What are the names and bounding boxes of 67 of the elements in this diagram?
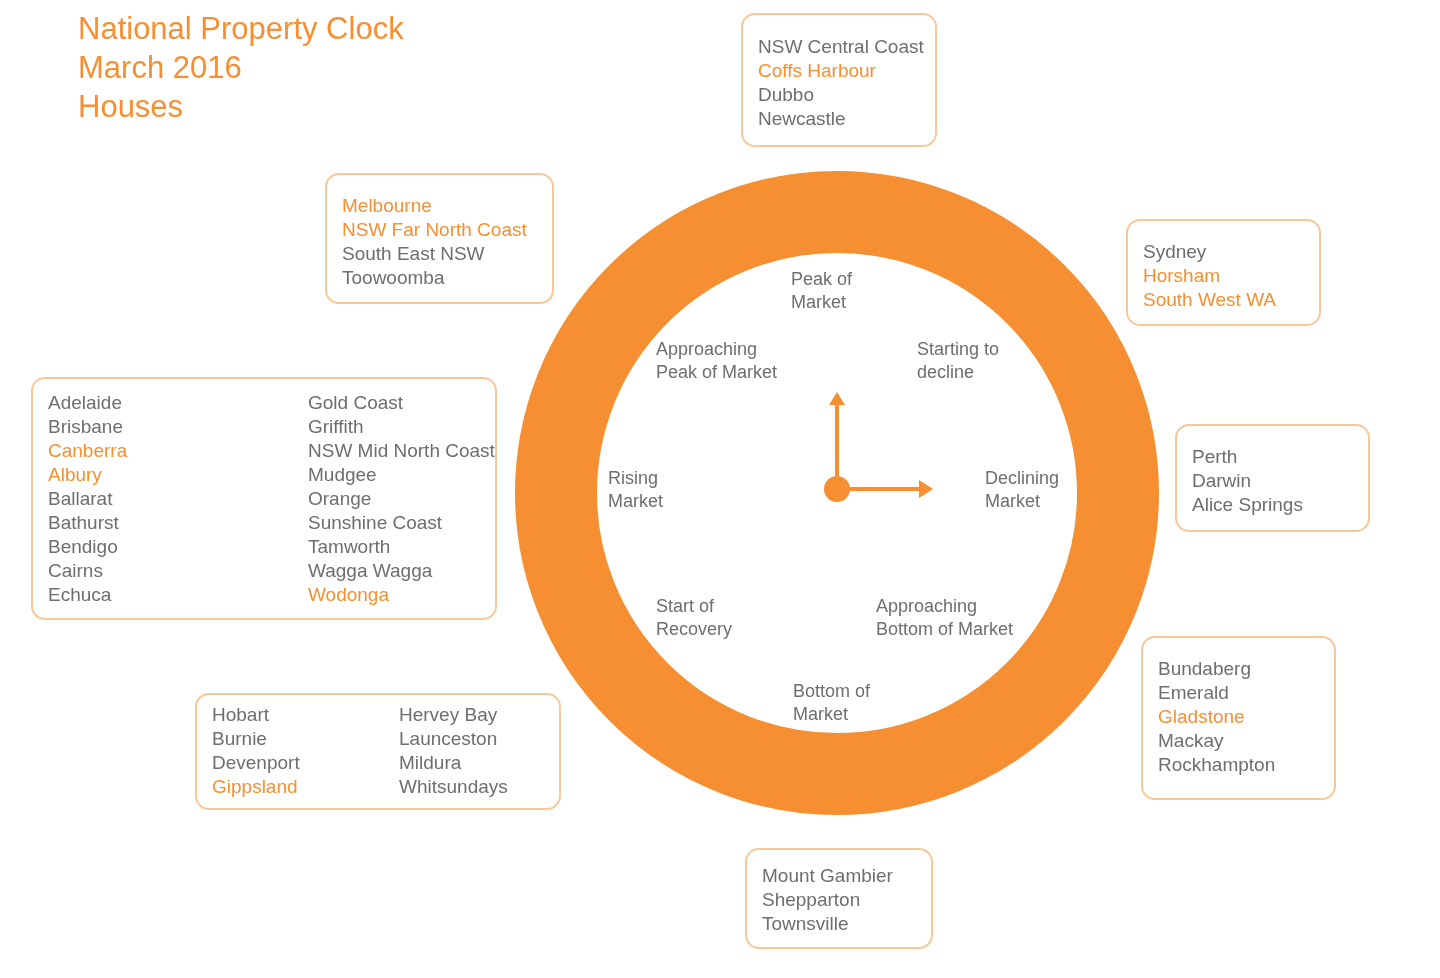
place-name: Ballarat	[48, 487, 114, 511]
place-name: Hobart	[212, 703, 271, 727]
place-name: Darwin	[1192, 469, 1253, 493]
place-name: Gladstone	[1158, 705, 1246, 729]
place-name: Newcastle	[758, 107, 847, 131]
phase-label: Start of Recovery	[656, 595, 746, 641]
place-name: Wodonga	[308, 583, 390, 607]
place-name: Griffith	[308, 415, 365, 439]
place-name: Burnie	[212, 727, 268, 751]
region-list-card	[1141, 636, 1336, 800]
place-name: Emerald	[1158, 681, 1230, 705]
region-list-card	[745, 848, 933, 949]
place-name: NSW Mid North Coast	[308, 439, 495, 463]
phase-label: Approaching Peak of Market	[656, 338, 794, 384]
place-name: South West WA	[1143, 288, 1277, 312]
region-list-card	[31, 377, 497, 620]
phase-label: Declining Market	[985, 467, 1075, 513]
place-name: Bathurst	[48, 511, 120, 535]
region-list-card	[1175, 424, 1370, 532]
phase-label: Bottom of Market	[793, 680, 888, 726]
region-list-card	[195, 693, 561, 810]
place-name: Shepparton	[762, 888, 862, 912]
place-name: Echuca	[48, 583, 113, 607]
region-list-card	[1126, 219, 1321, 326]
place-name: Toowoomba	[342, 266, 446, 290]
place-name: Perth	[1192, 445, 1239, 469]
place-name: Alice Springs	[1192, 493, 1303, 517]
phase-label: Peak of Market	[791, 268, 863, 314]
phase-label: Rising Market	[608, 467, 678, 513]
title: National Property Clock	[78, 10, 404, 48]
place-name: Mackay	[1158, 729, 1225, 753]
place-name: Gippsland	[212, 775, 299, 799]
subtitle: Houses	[78, 88, 184, 126]
place-name: Devenport	[212, 751, 301, 775]
place-name: Whitsundays	[399, 775, 508, 799]
phase-label: Approaching Bottom of Market	[876, 595, 1036, 641]
place-name: Albury	[48, 463, 103, 487]
place-name: Townsville	[762, 912, 850, 936]
place-name: Sunshine Coast	[308, 511, 444, 535]
place-name: Melbourne	[342, 194, 433, 218]
place-name: Horsham	[1143, 264, 1222, 288]
place-name: Sydney	[1143, 240, 1208, 264]
place-name: Coffs Harbour	[758, 59, 877, 83]
place-name: Tamworth	[308, 535, 392, 559]
place-name: Bendigo	[48, 535, 119, 559]
region-list-card	[741, 13, 937, 147]
place-name: Launceston	[399, 727, 499, 751]
place-name: NSW Far North Coast	[342, 218, 527, 242]
place-name: Mount Gambier	[762, 864, 893, 888]
place-name: Bundaberg	[1158, 657, 1252, 681]
place-name: Cairns	[48, 559, 104, 583]
place-name: Mudgee	[308, 463, 378, 487]
place-name: South East NSW	[342, 242, 486, 266]
region-list-card	[325, 173, 554, 304]
place-name: Gold Coast	[308, 391, 405, 415]
place-name: Brisbane	[48, 415, 124, 439]
place-name: Adelaide	[48, 391, 123, 415]
place-name: Orange	[308, 487, 373, 511]
place-name: Canberra	[48, 439, 129, 463]
place-name: Mildura	[399, 751, 463, 775]
subtitle: March 2016	[78, 49, 242, 87]
place-name: Dubbo	[758, 83, 815, 107]
place-name: NSW Central Coast	[758, 35, 924, 59]
place-name: Wagga Wagga	[308, 559, 434, 583]
place-name: Rockhampton	[1158, 753, 1276, 777]
phase-label: Starting to decline	[917, 338, 1017, 384]
place-name: Hervey Bay	[399, 703, 499, 727]
